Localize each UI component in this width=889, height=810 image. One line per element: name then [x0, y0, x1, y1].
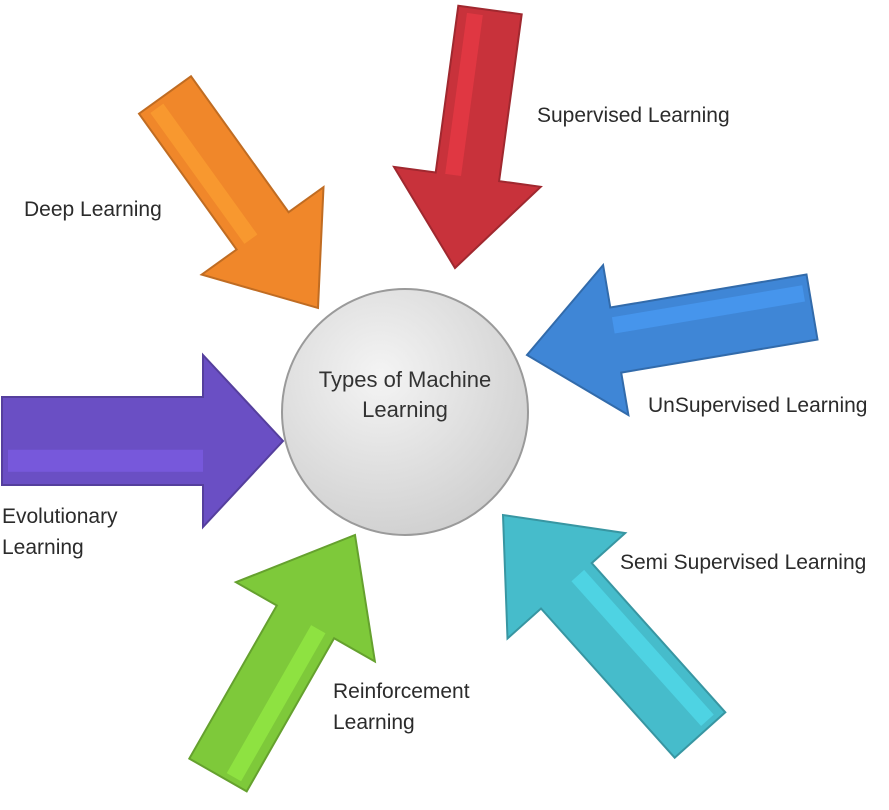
- center-circle: [281, 288, 529, 536]
- label-reinforcement: Reinforcement Learning: [333, 676, 470, 738]
- arrow-right-icon: [1, 352, 285, 530]
- label-evolutionary-line2: Learning: [2, 536, 84, 559]
- semi-arrow-highlight: [571, 569, 714, 726]
- label-reinforcement-line2: Learning: [333, 711, 415, 734]
- center-label-line2: Learning: [362, 397, 448, 422]
- unsupervised-arrow-highlight: [611, 285, 805, 334]
- label-supervised-line1: Supervised Learning: [537, 104, 730, 127]
- arrow-up-left-icon: [501, 513, 727, 760]
- label-supervised: Supervised Learning: [537, 100, 730, 131]
- reinforcement-arrow-highlight: [226, 625, 326, 782]
- label-unsupervised-line1: UnSupervised Learning: [648, 394, 868, 417]
- supervised-arrow-highlight: [445, 12, 483, 176]
- deep-arrow-highlight: [150, 103, 258, 244]
- center-label-line1: Types of Machine: [318, 367, 492, 392]
- label-semi-line1: Semi Supervised Learning: [620, 551, 867, 574]
- label-deep-line1: Deep Learning: [24, 198, 162, 221]
- label-deep: Deep Learning: [24, 194, 162, 225]
- arrow-down-icon: [392, 4, 543, 270]
- label-semi: Semi Supervised Learning: [620, 547, 866, 578]
- label-unsupervised: UnSupervised Learning: [648, 390, 867, 421]
- label-evolutionary: Evolutionary Learning: [2, 501, 118, 563]
- label-evolutionary-line1: Evolutionary: [2, 505, 118, 528]
- label-reinforcement-line1: Reinforcement: [333, 680, 470, 703]
- arrow-up-right-icon: [187, 533, 377, 793]
- center-label: Types of Machine Learning: [285, 365, 525, 425]
